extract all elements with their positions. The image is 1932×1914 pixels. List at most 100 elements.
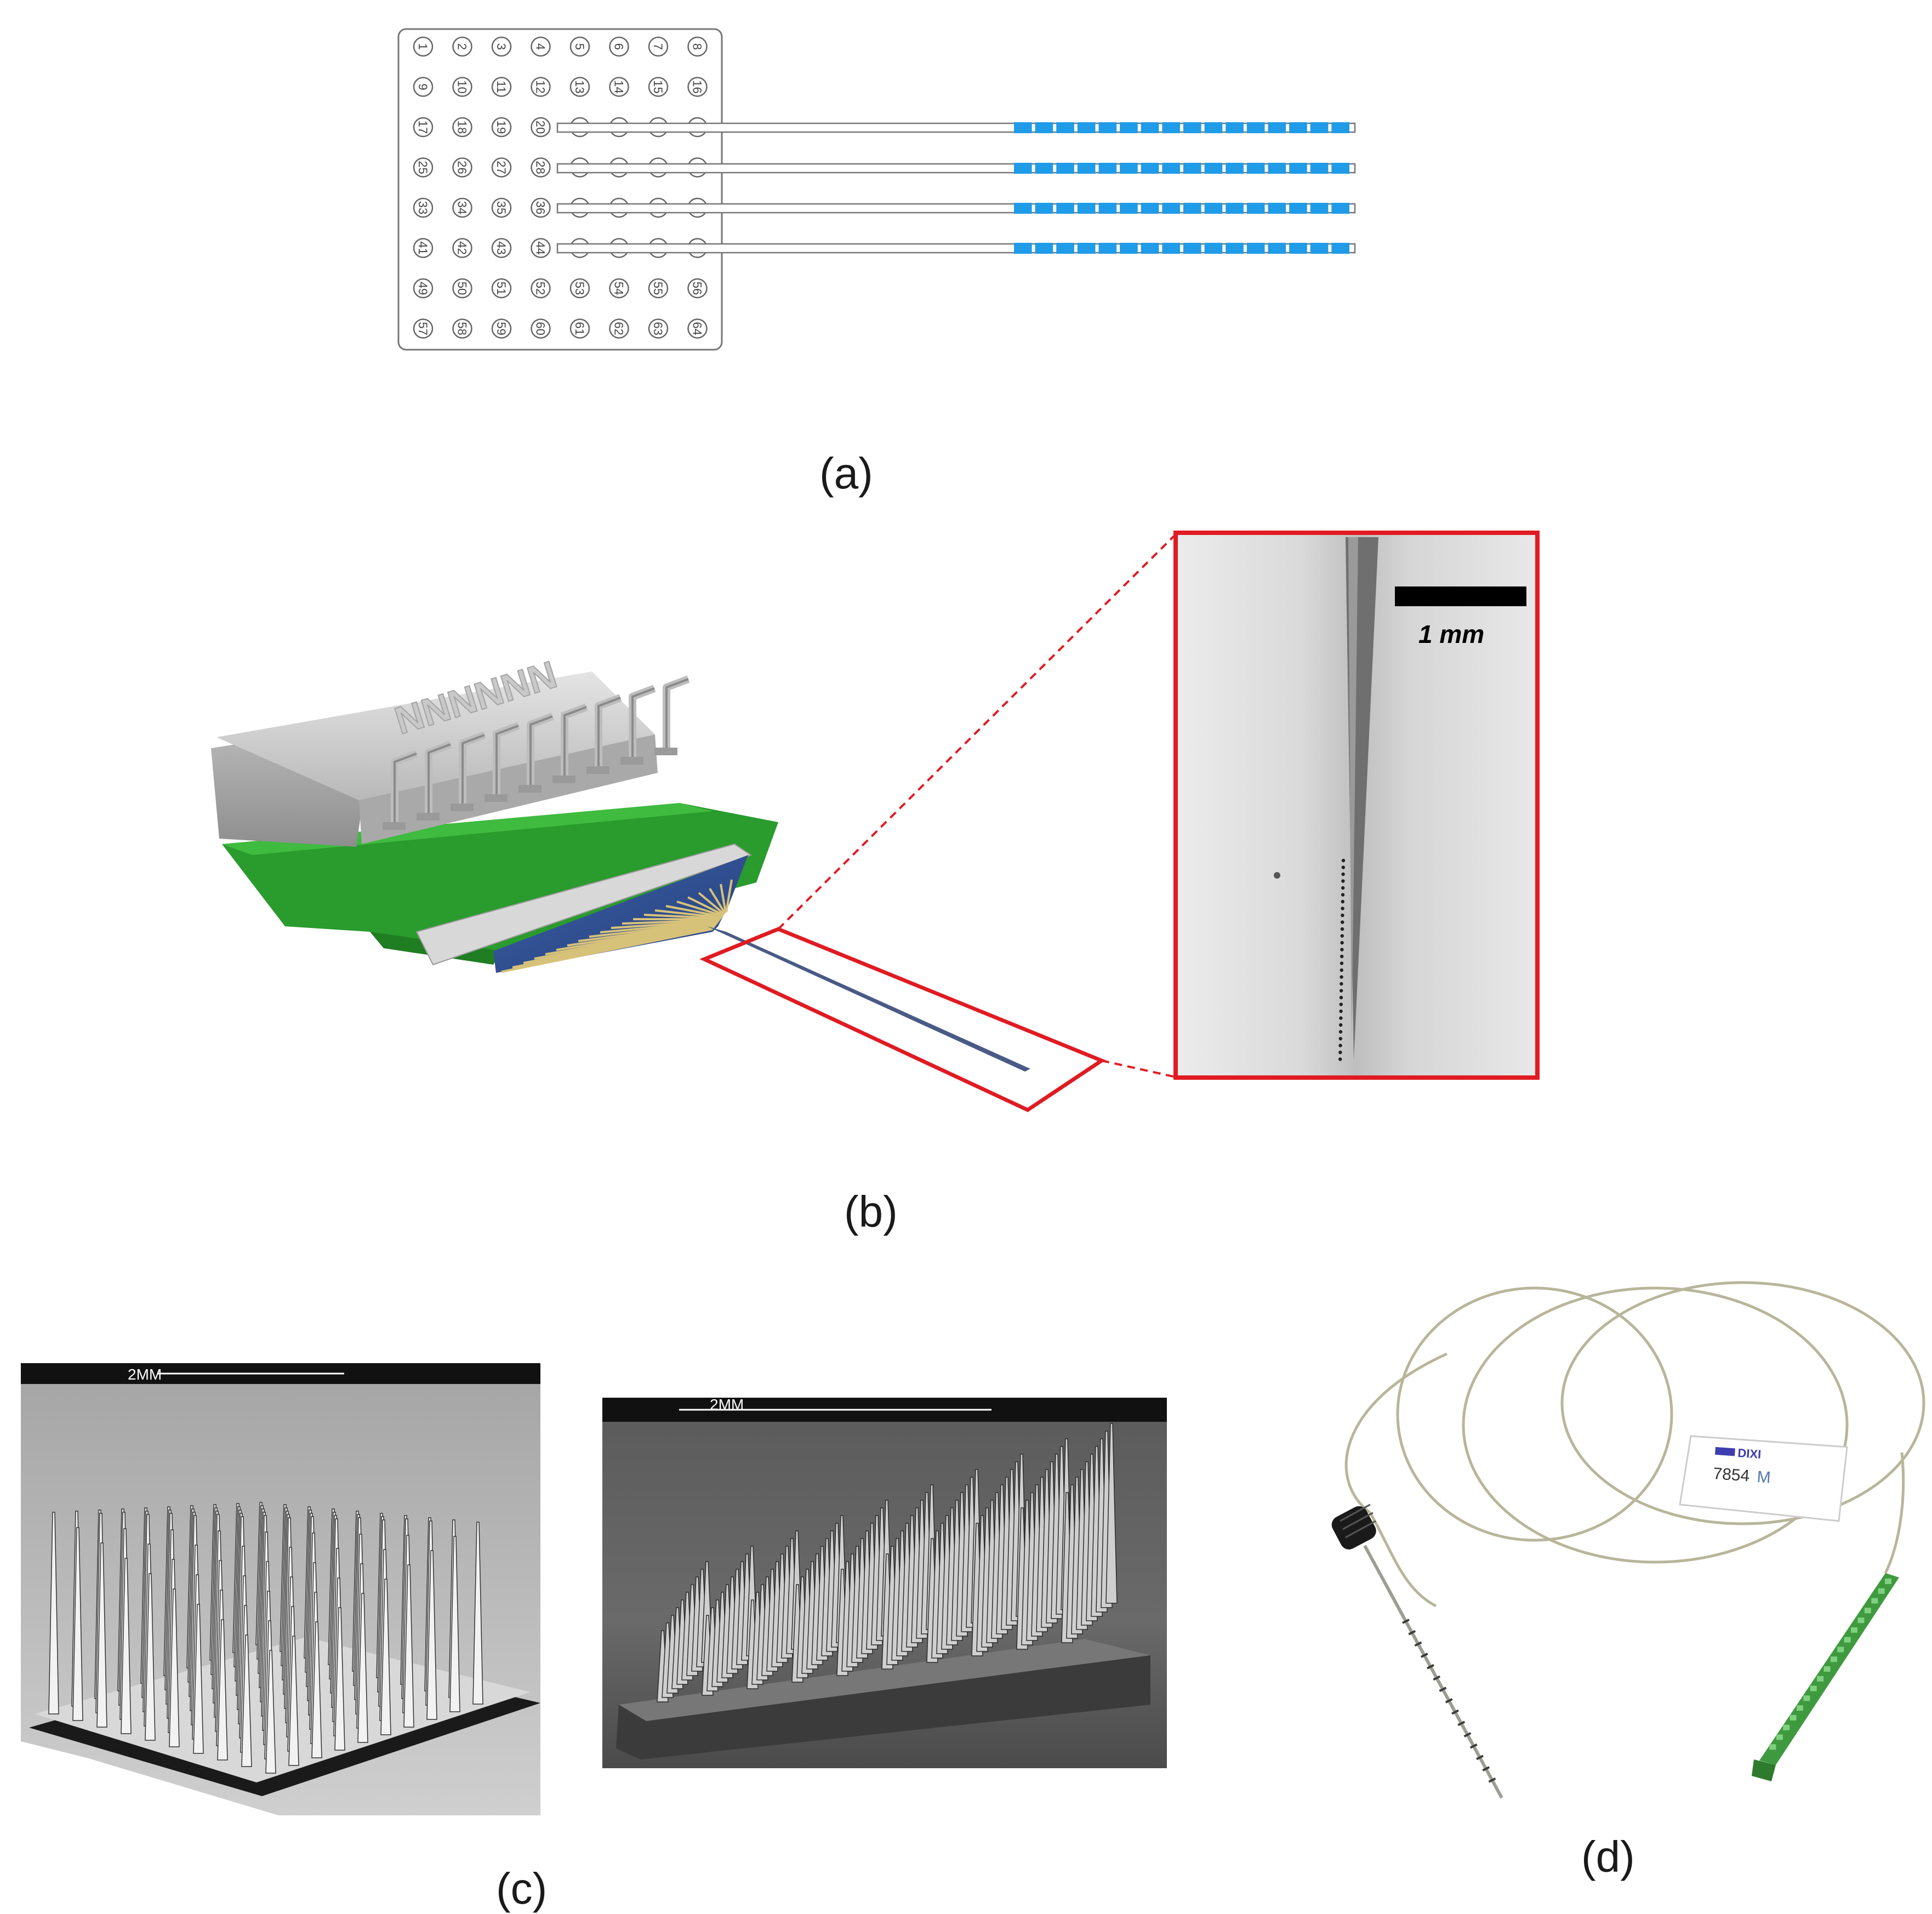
shank-contact [1162,203,1180,214]
zoom-contact-dot [1341,865,1345,869]
microelectrode-spike [426,1550,437,1720]
grid-number: 64 [691,322,704,335]
grid-number: 27 [494,161,508,174]
connector-pin [485,722,520,802]
zoom-contact-dot [1338,1036,1342,1041]
tag-model: 7854 [1713,1465,1751,1485]
shank-contact [1035,163,1053,174]
grid-number: 59 [494,322,508,335]
shank-contact [1331,203,1349,214]
zoom-contact-dot [1341,872,1345,876]
grid-electrode: 41 [413,238,434,258]
grid-number: 13 [573,80,586,93]
grid-electrode: 50 [452,278,472,299]
grid-electrode: 56 [687,278,708,299]
scale-label-left: 2MM [128,1366,162,1383]
grid-electrode: 25 [413,157,434,178]
grid-electrode: 33 [413,197,434,218]
electrode-contact-ring [1476,1755,1484,1761]
grid-number: 56 [691,282,704,295]
zoom-guide-top [777,533,1177,930]
grid-number: 58 [455,322,469,335]
grid-number: 9 [416,83,430,90]
fan-trace [676,901,723,917]
connector-tooth [1871,1598,1878,1604]
connector-pin [654,675,690,755]
grid-number: 6 [612,43,626,50]
shank-contact [1120,203,1138,214]
grid-electrode: 49 [413,278,434,299]
connector-pin [417,740,452,821]
connector-pin [451,731,486,811]
grid-number: 14 [612,80,626,93]
grid-electrode: 1 [413,36,434,57]
electrode-contact-ring [1439,1687,1447,1692]
grid-electrode: 12 [531,77,551,97]
grid-electrode: 43 [491,238,512,258]
grid-electrode: 9 [413,77,434,97]
grid-number: 51 [494,282,508,295]
shank-contact [1246,203,1265,214]
connector-tooth [1789,1714,1797,1721]
electrode-shaft [1363,1545,1503,1799]
shank-contact [1289,243,1307,254]
grid-number: 17 [416,121,430,134]
shank-contact [1120,243,1138,254]
grid-number: 33 [416,201,430,214]
grid-electrode: 51 [491,278,512,299]
zoom-contact-dot [1341,858,1346,863]
connector-tooth [1803,1695,1810,1701]
grid-number: 54 [612,282,626,295]
zoom-contact-dot [1339,1016,1343,1020]
grid-electrode: 3 [491,36,512,57]
connector-tooth [1885,1579,1891,1584]
zoom-contact-dot [1340,982,1343,986]
grid-number: 43 [494,241,508,254]
connector-tooth [1817,1676,1824,1682]
grid-number: 1 [416,43,430,50]
grid-number: 52 [534,282,548,295]
grid-electrode: 2 [452,36,472,57]
grid-number: 16 [691,80,704,93]
zoom-contact-dot [1339,1002,1343,1006]
connector-pin [518,713,554,793]
zoom-contact-dot [1341,907,1344,910]
fan-trace [720,884,727,913]
connector-tooth [1837,1647,1844,1653]
shank-contact [1141,243,1159,254]
grid-electrode: 11 [491,77,512,97]
grid-number: 2 [455,43,469,50]
grid-electrode: 34 [452,197,472,218]
grid-electrode: 28 [531,157,551,178]
shank-contact [1204,203,1223,214]
grid-number: 53 [573,282,586,295]
connector-tooth [1830,1656,1837,1662]
probe-shank [707,926,1030,1072]
shank-contact [1204,243,1223,254]
microelectrode-spike [265,1650,276,1774]
grid-number: 60 [534,322,548,335]
shank-contact [1098,243,1117,254]
zoom-contact-dot [1340,954,1344,959]
connector-tooth [1776,1734,1783,1740]
fan-trace [725,879,733,912]
grid-number: 36 [534,201,548,214]
shank-contact [1014,243,1032,254]
shank-contact [1098,203,1117,214]
shank-contact [1246,163,1265,174]
grid-number: 35 [494,201,508,214]
zoom-contact-dot [1339,1023,1343,1027]
grid-electrode: 59 [491,318,512,339]
fan-trace [622,919,720,925]
grid-number: 10 [455,80,469,93]
fan-trace [600,920,719,933]
microelectrode-spike [472,1522,483,1705]
shank-contact [1268,243,1286,254]
zoom-contact-dot [1340,934,1344,938]
shank-contact [1183,163,1201,174]
grid-number: 41 [416,241,430,254]
shank-contact [1035,203,1053,214]
grid-electrode: 53 [569,278,590,299]
shank [556,203,1356,214]
